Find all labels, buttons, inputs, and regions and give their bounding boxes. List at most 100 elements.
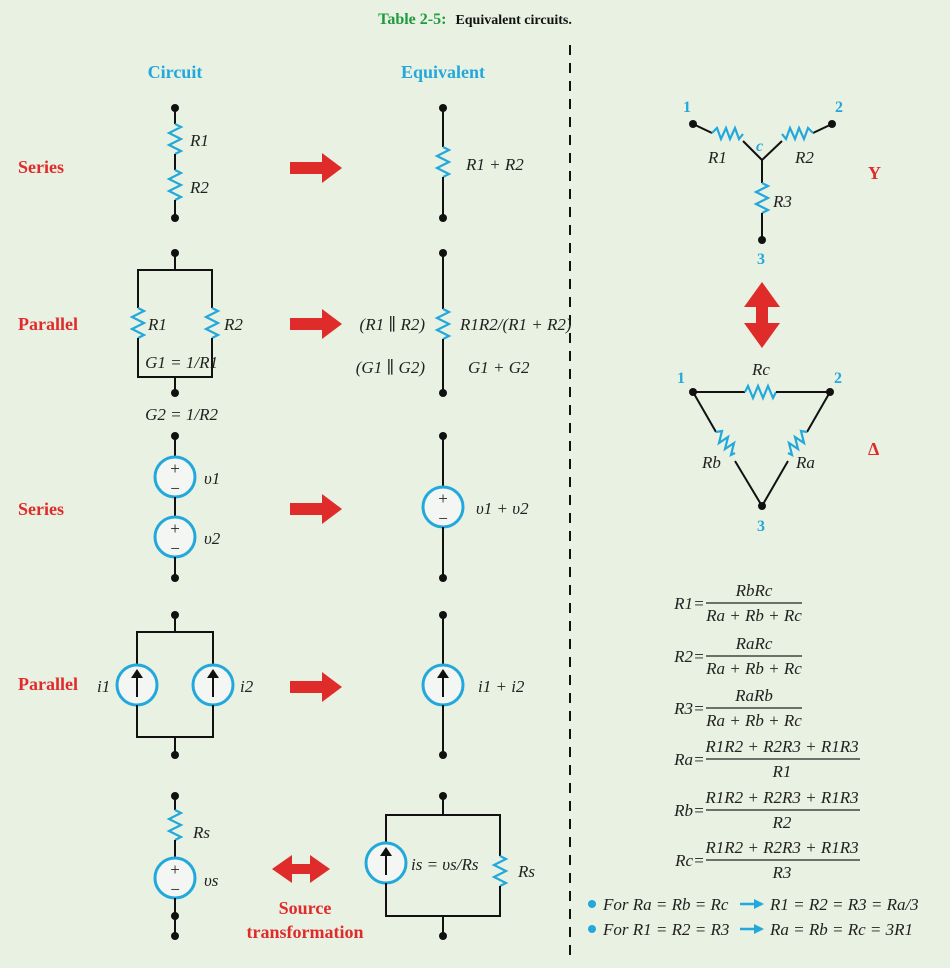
table-caption: Table 2-5: Equivalent circuits.	[378, 11, 572, 28]
circuit-column-header: Circuit	[148, 62, 203, 82]
conductance-g1: G1 = 1/R1	[145, 353, 218, 372]
parallel-r-notation: (R1 ∥ R2)	[360, 315, 426, 334]
equivalence-arrow	[290, 494, 342, 524]
label-r2: R2	[189, 178, 209, 197]
row-label-transformation: transformation	[247, 922, 364, 942]
delta-resistor-rc	[744, 383, 777, 401]
row-label-series: Series	[18, 157, 64, 177]
row-source-transformation: + − Rs υs Source transformation is = υs/…	[153, 792, 535, 942]
formula-lhs: Ra	[673, 750, 693, 769]
row-series-resistors: Series R1 R2 R1 + R2	[18, 104, 524, 222]
resistor-equivalent	[434, 308, 452, 340]
formula-lhs: R3	[673, 699, 693, 718]
equivalent-column-header: Equivalent	[401, 62, 485, 82]
resistor-r2	[203, 307, 221, 339]
delta-node-label-1: 1	[677, 370, 685, 387]
wye-node-label-1: 1	[683, 99, 691, 116]
label-v1: υ1	[204, 469, 220, 488]
formula-row: Rb = R1R2 + R2R3 + R1R3 R2	[673, 788, 860, 832]
bullet-icon	[588, 925, 596, 933]
note-result: Ra = Rb = Rc = 3R1	[769, 920, 913, 939]
formula-numerator: RbRc	[735, 581, 773, 600]
formula-row: R3 = RaRb Ra + Rb + Rc	[673, 686, 802, 730]
bidirectional-arrow	[272, 855, 330, 883]
label-rs: Rs	[192, 823, 210, 842]
resistor-rs	[166, 809, 184, 841]
wye-label-r2: R2	[794, 148, 814, 167]
wye-resistor-r2	[781, 125, 814, 142]
wye-center-label: c	[756, 138, 763, 155]
wye-resistor-r1	[711, 125, 744, 142]
wye-label-r3: R3	[772, 192, 792, 211]
label-r2: R2	[223, 315, 243, 334]
delta-label-rb: Rb	[701, 453, 721, 472]
resistor-equivalent	[434, 146, 452, 178]
wye-node-label-3: 3	[757, 251, 765, 268]
svg-text:=: =	[694, 801, 704, 820]
delta-label-ra: Ra	[795, 453, 815, 472]
formula-denominator: Ra + Rb + Rc	[705, 711, 802, 730]
equivalent-label: R1 + R2	[465, 155, 524, 174]
formula-denominator: R1	[772, 762, 792, 781]
source-current-expression: is = υs/Rs	[411, 855, 479, 874]
svg-text:−: −	[438, 509, 448, 528]
resistor-rs-parallel	[491, 855, 509, 887]
formula-numerator: R1R2 + R2R3 + R1R3	[704, 788, 858, 807]
note-condition: For R1 = R2 = R3	[602, 920, 729, 939]
delta-label-rc: Rc	[751, 360, 770, 379]
svg-text:+: +	[438, 489, 448, 508]
equivalence-arrow	[290, 153, 342, 183]
resistor-r1	[129, 307, 147, 339]
formula-row: Ra = R1R2 + R2R3 + R1R3 R1	[673, 737, 860, 781]
wye-label-r1: R1	[707, 148, 727, 167]
row-label-source: Source	[279, 898, 332, 918]
label-rs-parallel: Rs	[517, 862, 535, 881]
special-case-notes: For Ra = Rb = Rc R1 = R2 = R3 = Ra/3 For…	[588, 895, 919, 939]
equivalent-conductance-value: G1 + G2	[468, 358, 530, 377]
wye-resistor-r3	[753, 182, 771, 214]
bullet-icon	[588, 900, 596, 908]
formula-numerator: RaRb	[734, 686, 773, 705]
label-i2: i2	[240, 677, 254, 696]
delta-node-label-2: 2	[834, 370, 842, 387]
delta-resistor-rb	[715, 429, 736, 458]
svg-text:+: +	[170, 860, 180, 879]
formula-numerator: R1R2 + R2R3 + R1R3	[704, 838, 858, 857]
row-label-series: Series	[18, 499, 64, 519]
conductance-g2: G2 = 1/R2	[145, 405, 218, 424]
equivalent-label: i1 + i2	[478, 677, 525, 696]
formula-denominator: Ra + Rb + Rc	[705, 606, 802, 625]
parallel-g-notation: (G1 ∥ G2)	[356, 358, 426, 377]
delta-network: 1 2 3 Rc Rb Ra Δ	[677, 360, 879, 535]
delta-label: Δ	[868, 439, 879, 459]
row-parallel-current-sources: Parallel i1 i2 i1 + i2	[18, 611, 525, 759]
formula-lhs: Rb	[673, 801, 693, 820]
label-i1: i1	[97, 677, 110, 696]
resistor-r1	[166, 123, 184, 155]
svg-text:=: =	[694, 594, 704, 613]
formula-row: Rc = R1R2 + R2R3 + R1R3 R3	[674, 838, 860, 882]
svg-text:+: +	[170, 519, 180, 538]
formula-lhs: R2	[673, 647, 693, 666]
label-r1: R1	[147, 315, 167, 334]
formula-denominator: R2	[772, 813, 792, 832]
label-v2: υ2	[204, 529, 221, 548]
delta-resistor-ra	[787, 429, 808, 458]
svg-text:=: =	[694, 647, 704, 666]
formula-numerator: RaRc	[735, 634, 773, 653]
wye-label: Y	[868, 163, 881, 183]
wye-delta-conversion-arrow	[744, 282, 780, 348]
svg-text:=: =	[694, 699, 704, 718]
note-result: R1 = R2 = R3 = Ra/3	[769, 895, 919, 914]
formula-denominator: Ra + Rb + Rc	[705, 659, 802, 678]
equivalence-arrow	[290, 672, 342, 702]
label-vs: υs	[204, 871, 219, 890]
equivalent-label: υ1 + υ2	[476, 499, 529, 518]
resistor-r2	[166, 169, 184, 201]
row-parallel-resistors: Parallel R1 R2 G1 = 1/R1 G2 = 1/R2 (R1 ∥…	[18, 249, 572, 424]
formula-row: R1 = RbRc Ra + Rb + Rc	[673, 581, 802, 625]
row-series-voltage-sources: Series + − + − υ1 υ2 + − υ1 + υ2	[18, 432, 529, 582]
formula-denominator: R3	[772, 863, 792, 882]
formula-lhs: R1	[673, 594, 693, 613]
